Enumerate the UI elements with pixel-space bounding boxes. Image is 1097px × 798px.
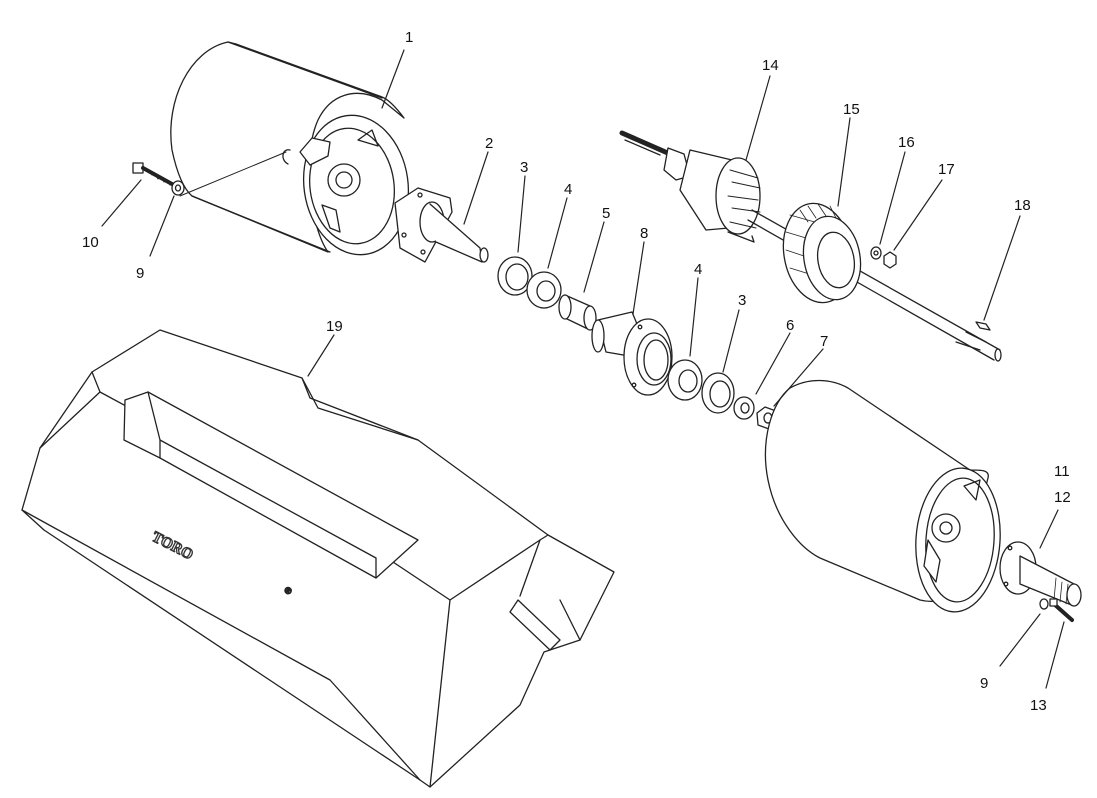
callout-12: 12 bbox=[1054, 489, 1071, 506]
gear-15 bbox=[782, 202, 862, 304]
bolt-13 bbox=[1049, 598, 1074, 622]
callout-9b: 9 bbox=[980, 675, 988, 692]
stub-shaft-11-12 bbox=[999, 541, 1082, 607]
shroud-19 bbox=[21, 329, 615, 788]
callout-13: 13 bbox=[1030, 697, 1047, 714]
seal-3-left bbox=[497, 256, 533, 296]
callout-11: 11 bbox=[1054, 463, 1070, 480]
right-roller-drum bbox=[764, 379, 1001, 613]
leader-lines bbox=[101, 49, 1065, 689]
callout-4b: 4 bbox=[694, 261, 702, 278]
bearing-4-left bbox=[526, 271, 562, 309]
drive-hub-14 bbox=[619, 130, 761, 243]
callout-3: 3 bbox=[520, 159, 528, 176]
key-18 bbox=[975, 321, 991, 331]
callout-16: 16 bbox=[898, 134, 915, 151]
callout-17: 17 bbox=[938, 161, 955, 178]
callout-5: 5 bbox=[602, 205, 610, 222]
bolt-10 bbox=[132, 162, 174, 186]
left-roller-drum bbox=[170, 41, 410, 256]
callout-7: 7 bbox=[820, 333, 828, 350]
seal-3-right bbox=[701, 372, 735, 414]
callout-14: 14 bbox=[762, 57, 779, 74]
callout-4: 4 bbox=[564, 181, 572, 198]
callout-labels: 1 2 3 4 5 8 4 3 6 7 9 10 14 15 16 17 18 … bbox=[82, 29, 1071, 714]
callout-3b: 3 bbox=[738, 292, 746, 309]
bearing-4-right bbox=[667, 359, 703, 401]
callout-8: 8 bbox=[640, 225, 648, 242]
callout-9: 9 bbox=[136, 265, 144, 282]
callout-6: 6 bbox=[786, 317, 794, 334]
nut-17 bbox=[883, 251, 897, 269]
washer-9-left bbox=[171, 180, 185, 196]
flanged-shaft-2 bbox=[394, 187, 489, 263]
callout-18: 18 bbox=[1014, 197, 1031, 214]
washer-16 bbox=[870, 246, 882, 260]
spacer-5 bbox=[558, 294, 597, 331]
callout-19: 19 bbox=[326, 318, 343, 335]
washer-9-right bbox=[1039, 598, 1049, 610]
callout-10: 10 bbox=[82, 234, 99, 251]
callout-15: 15 bbox=[843, 101, 860, 118]
washer-6 bbox=[733, 396, 755, 420]
bearing-housing-8 bbox=[591, 311, 673, 396]
callout-2: 2 bbox=[485, 135, 493, 152]
callout-1: 1 bbox=[405, 29, 413, 46]
